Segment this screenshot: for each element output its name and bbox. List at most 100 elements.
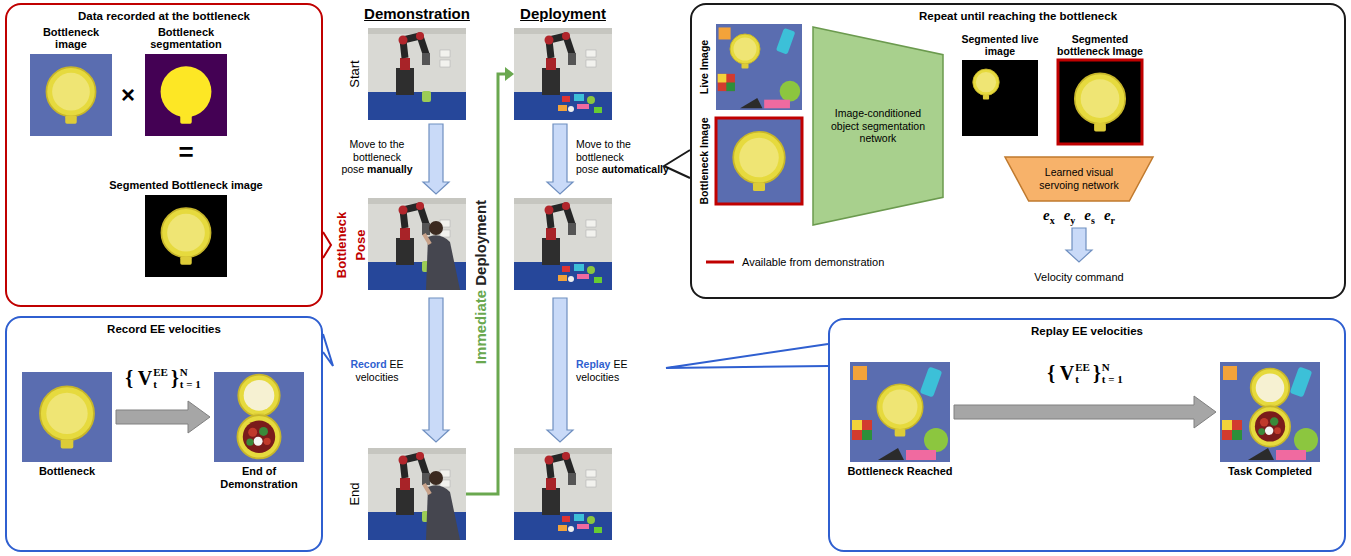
text-label: e (1084, 207, 1091, 223)
image-tiles-part (237, 375, 280, 459)
flow-arrows (423, 124, 1092, 442)
text-label: Bottleneck Pose (334, 212, 368, 278)
deployment-arrow-part (505, 67, 514, 81)
callout-box: Repeat until reaching the bottleneckLive… (690, 3, 1346, 299)
text-group: Bottleneck (12, 465, 122, 478)
script-stack: EEt (153, 366, 168, 390)
image-tiles-part (877, 384, 923, 436)
text-group: Repeat until reaching the bottleneck (700, 9, 1336, 23)
image-tile: Segmented live image (962, 60, 1038, 136)
callout-tails-part (323, 334, 333, 366)
image-tiles-part (145, 54, 227, 136)
text-group: Segmented Bottleneck image (98, 179, 274, 192)
image-tiles-part (1222, 366, 1318, 460)
text-group: Record EE velocities (15, 322, 313, 336)
image-caption: Segmented Bottleneck image (98, 179, 274, 192)
text-group: Bottleneck Image (698, 118, 710, 205)
text-label: t (1075, 373, 1079, 385)
robot-photos-part (424, 221, 460, 290)
velocity-formula: { VEEt}Nt = 1 (1047, 361, 1122, 385)
image-caption: Bottleneck Image (698, 118, 710, 205)
image-tiles-part (40, 386, 94, 448)
deployment-arrow-part (466, 74, 506, 494)
robot-photos-part (368, 448, 466, 540)
text-label: Immediate (472, 290, 489, 364)
step-label: RecordEE velocities (334, 358, 420, 383)
text-group: Bottleneck image (26, 26, 116, 51)
image-tiles-part (30, 54, 112, 136)
image-tiles-part (145, 195, 227, 277)
callout-title: Replay EE velocities (838, 324, 1336, 338)
legend-swatch (706, 257, 736, 267)
legend-text: Available from demonstration (742, 256, 884, 268)
text-group: Learned visual servoing network (1030, 166, 1128, 191)
text-label: = (178, 137, 193, 167)
text-label: } (171, 367, 179, 390)
image-tiles-part (161, 66, 212, 123)
text-label: x (1050, 215, 1055, 226)
image-tiles-part (1058, 60, 1142, 144)
step-label: Move to the bottleneck poseautomatically (576, 138, 662, 176)
text-label: Replay (576, 358, 610, 370)
robot-photos-part (514, 448, 612, 540)
text-group: End of Demonstration (207, 465, 311, 490)
text-label: e (1043, 207, 1050, 223)
image-tile: End of Demonstration (214, 372, 304, 462)
text-label: } (1093, 362, 1101, 385)
image-caption: Bottleneck (12, 465, 122, 478)
image-tile: Task Completed (1220, 362, 1320, 462)
image-caption: End of Demonstration (207, 465, 311, 490)
text-label: e (1104, 207, 1111, 223)
text-label: Deployment (520, 5, 606, 22)
robot-photos-part (558, 94, 602, 113)
image-caption: Bottleneck segmentation (136, 26, 236, 51)
text-label: Record (350, 358, 386, 370)
image-tiles (22, 24, 1320, 462)
robot-photos-part (368, 28, 466, 120)
text-group: Segmented bottleneck Image (1052, 33, 1148, 57)
stage-label: Start (344, 60, 363, 87)
robot-photos-part (558, 514, 602, 533)
step-label: Move to the bottleneck posemanually (334, 138, 420, 176)
callout-title: Repeat until reaching the bottleneck (700, 9, 1336, 23)
text-label: End (347, 482, 362, 505)
column-heading: Demonstration (364, 4, 470, 23)
text-label: N (180, 366, 188, 378)
stage-label: End (344, 482, 363, 505)
image-caption: Bottleneck image (26, 26, 116, 51)
image-tile: Segmented Bottleneck image (145, 195, 227, 277)
robot-photos-part (368, 198, 466, 290)
image-tile: Bottleneck Reached (850, 362, 950, 462)
callout-box: Record EE velocitiesBottleneck End of Dem… (5, 316, 323, 552)
image-tiles-part (850, 362, 950, 462)
callout-title: Data recorded at the bottleneck (15, 9, 313, 23)
robot-photos-part (558, 264, 602, 283)
image-tiles-part (1250, 369, 1290, 447)
text-label: Start (347, 60, 362, 87)
error-terms: exeyeser (1043, 206, 1115, 226)
script-stack: Nt = 1 (1102, 361, 1123, 385)
block-outline (1005, 157, 1153, 201)
text-label: s (1091, 215, 1095, 226)
text-label: e (1064, 207, 1071, 223)
column-heading: Deployment (520, 4, 606, 23)
text-label: manually (367, 163, 413, 175)
output-label: Velocity command (1034, 266, 1123, 285)
flow-arrows-part (423, 124, 449, 194)
image-caption: Segmented live image (955, 33, 1045, 57)
callout-box: Replay EE velocitiesBottleneck Reached Ta… (828, 318, 1346, 552)
script-stack: Nt = 1 (180, 366, 201, 390)
deployment-arrow (466, 67, 514, 494)
text-label: automatically (602, 163, 669, 175)
image-caption: Bottleneck Reached (835, 465, 965, 478)
callout-tails-part (666, 344, 828, 368)
network-block: Image-conditioned object segmentation ne… (812, 26, 944, 226)
text-label: { V (125, 367, 152, 390)
text-label: t = 1 (180, 378, 201, 390)
robot-photos-part (514, 198, 612, 290)
image-tiles-part (973, 69, 999, 99)
image-tiles-part (1075, 73, 1125, 131)
block-label: Learned visual servoing network (1030, 166, 1128, 191)
